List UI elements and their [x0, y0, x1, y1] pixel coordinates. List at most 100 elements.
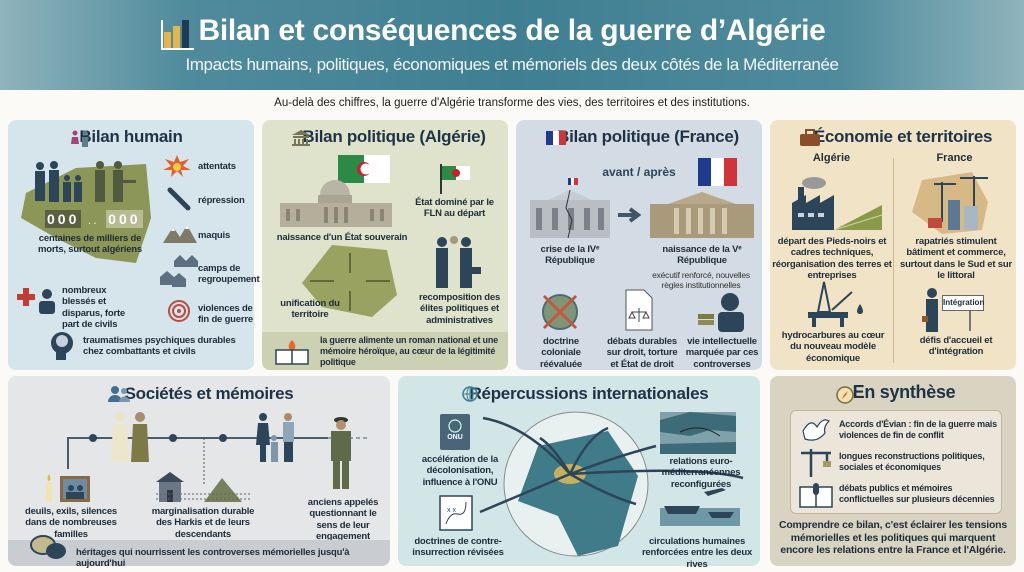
- panel-title: Bilan politique (Algérie): [302, 127, 486, 146]
- col-france: France: [936, 152, 973, 164]
- algeria-econ-1: départ des Pieds-noirs et cadres techniq…: [772, 236, 892, 282]
- intro-text: Au-delà des chiffres, la guerre d'Algéri…: [274, 97, 750, 109]
- item-maquis: maquis: [198, 230, 231, 241]
- france-item-1: doctrine coloniale réévaluée: [539, 336, 583, 370]
- fourth-republic-building: [530, 178, 610, 239]
- crisis-caption: crise de la IVᵉ République: [540, 244, 600, 267]
- ships-plane-icon: [660, 488, 740, 526]
- burning-book-icon: [275, 340, 309, 365]
- panel-societes: Sociétés et mémoires deuils, exils, sile…: [8, 376, 390, 569]
- panel-title: Bilan politique (France): [557, 127, 739, 146]
- state-caption: naissance d'un État souverain: [276, 232, 408, 243]
- death-toll-counter: 000 .. 000: [45, 210, 143, 228]
- elites-icon: [436, 236, 481, 288]
- veterans-caption: anciens appelés questionnant le sens de …: [307, 497, 379, 543]
- decolonisation-caption: accélération de la décolonisation, influ…: [421, 454, 499, 488]
- onu-book-icon: [440, 414, 470, 450]
- panel-international: Répercussions internationales ONU accélé…: [398, 376, 760, 570]
- france-econ-2: défis d'accueil et d'intégration: [919, 335, 993, 358]
- globe-small-icon: [462, 386, 478, 402]
- column-divider: [893, 158, 894, 363]
- world-globe-arrows: [479, 411, 744, 557]
- people-icon: [71, 130, 88, 147]
- synthesis-box: Accords d'Évian : fin de la guerre mais …: [790, 410, 1002, 514]
- wounded-icon: [17, 288, 55, 314]
- integration-sign: Intégration: [942, 295, 984, 311]
- head-brain-icon: [51, 332, 73, 360]
- legacy-bar: héritages qui nourrissent les controvers…: [8, 535, 390, 569]
- hut-tent-icon: [156, 472, 250, 502]
- mediterranean-map-icon: [660, 412, 736, 454]
- compass-icon: [836, 386, 854, 404]
- item-attentats: attentats: [198, 161, 236, 172]
- elites-caption: recomposition des élites politiques et a…: [418, 292, 501, 326]
- panel-bilan-france: Bilan politique (France) avant / après c…: [516, 120, 762, 370]
- explosion-icon: [163, 155, 191, 177]
- france-econ-1: rapatriés stimulent bâtiment et commerce…: [900, 236, 1012, 282]
- intellectual-icon: [698, 293, 744, 332]
- oil-rig-icon: [808, 281, 863, 327]
- unification-caption: unification du territoire: [280, 298, 340, 321]
- panel-title: En synthèse: [852, 382, 956, 402]
- candle-frame-icon: [46, 474, 90, 502]
- legacy-caption: héritages qui nourrissent les controvers…: [76, 547, 350, 570]
- panel-economie: Économie et territoires Algérie France d…: [770, 120, 1016, 370]
- page-title: Bilan et conséquences de la guerre d’Alg…: [198, 14, 826, 47]
- conclusion-text: Comprendre ce bilan, c'est éclairer les …: [778, 519, 1008, 557]
- synthesis-item-3: débats publics et mémoires conflictuelle…: [839, 483, 995, 504]
- elders-icon: [111, 412, 149, 462]
- memory-caption: la guerre alimente un roman national et …: [320, 335, 498, 367]
- institution-icon: [292, 130, 310, 146]
- algeria-econ-2: hydrocarbures au cœur du nouveau modèle …: [781, 330, 885, 364]
- arrow-right-icon: [618, 207, 642, 223]
- algerian-flag-parliament: [280, 155, 392, 227]
- fifth-detail: exécutif renforcé, nouvelles règles inst…: [652, 270, 750, 291]
- fln-flag-icon: [440, 164, 470, 194]
- col-algeria: Algérie: [812, 152, 851, 164]
- panel-title: Économie et territoires: [813, 127, 993, 146]
- item-repression: répression: [198, 195, 245, 206]
- tactics-board-icon: x x: [439, 495, 473, 531]
- speech-bubbles-icon: [30, 535, 66, 559]
- french-flag-icon: [546, 131, 566, 145]
- panel-bilan-algerie: Bilan politique (Algérie) naissance d'un…: [262, 120, 508, 370]
- memory-bar: la guerre alimente un roman national et …: [262, 332, 508, 370]
- wounded-caption: nombreux blessés et disparus, forte part…: [62, 285, 125, 331]
- item-camps: camps de regroupement: [198, 263, 260, 286]
- users-icon: [108, 386, 130, 402]
- panel-bilan-humain: Bilan humain 000 .. 000 centaines de mil…: [8, 120, 260, 370]
- page-subtitle: Impacts humains, politiques, économiques…: [185, 55, 839, 74]
- dove-icon: [802, 419, 830, 441]
- trauma-caption: traumatismes psychiques durables chez co…: [83, 335, 236, 358]
- svg-text:x x: x x: [447, 507, 456, 514]
- territory-unification-map: [302, 245, 397, 317]
- newcomer-person-icon: [922, 288, 938, 332]
- synthesis-item-1: Accords d'Évian : fin de la guerre mais …: [839, 419, 997, 440]
- family-icon: [256, 413, 294, 462]
- france-construction-icon: [912, 172, 988, 234]
- memory-timeline: [67, 434, 368, 484]
- veteran-soldier-icon: [331, 417, 351, 489]
- book-microphone-icon: [799, 483, 833, 508]
- deaths-caption: centaines de milliers de morts, surtout …: [38, 233, 142, 256]
- civilians-soldiers-icon: [35, 161, 136, 202]
- camps-icon: [160, 255, 198, 287]
- doctrines-caption: doctrines de contre-insurrection révisée…: [412, 536, 504, 559]
- before-after-label: avant / après: [602, 165, 676, 179]
- euromed-caption: relations euro-méditerranéennes reconfig…: [661, 456, 741, 490]
- synthesis-item-2: longues reconstructions politiques, soci…: [839, 451, 985, 472]
- france-item-2: débats durables sur droit, torture et Ét…: [606, 336, 678, 370]
- mountains-icon: [163, 225, 197, 243]
- onu-label: ONU: [447, 434, 463, 441]
- panel-title: Répercussions internationales: [469, 384, 709, 403]
- sign-post: [969, 311, 971, 331]
- baton-icon: [167, 187, 191, 211]
- fifth-caption: naissance de la Vᵉ République: [662, 244, 742, 267]
- crane-icon: [801, 449, 831, 477]
- panel-title: Bilan humain: [79, 127, 183, 146]
- panel-title: Sociétés et mémoires: [124, 384, 294, 403]
- briefcase-icon: [800, 129, 820, 146]
- harkis-caption: marginalisation durable des Harkis et de…: [151, 506, 255, 540]
- crossed-globe-icon: [542, 294, 578, 330]
- spiral-icon: [168, 300, 190, 322]
